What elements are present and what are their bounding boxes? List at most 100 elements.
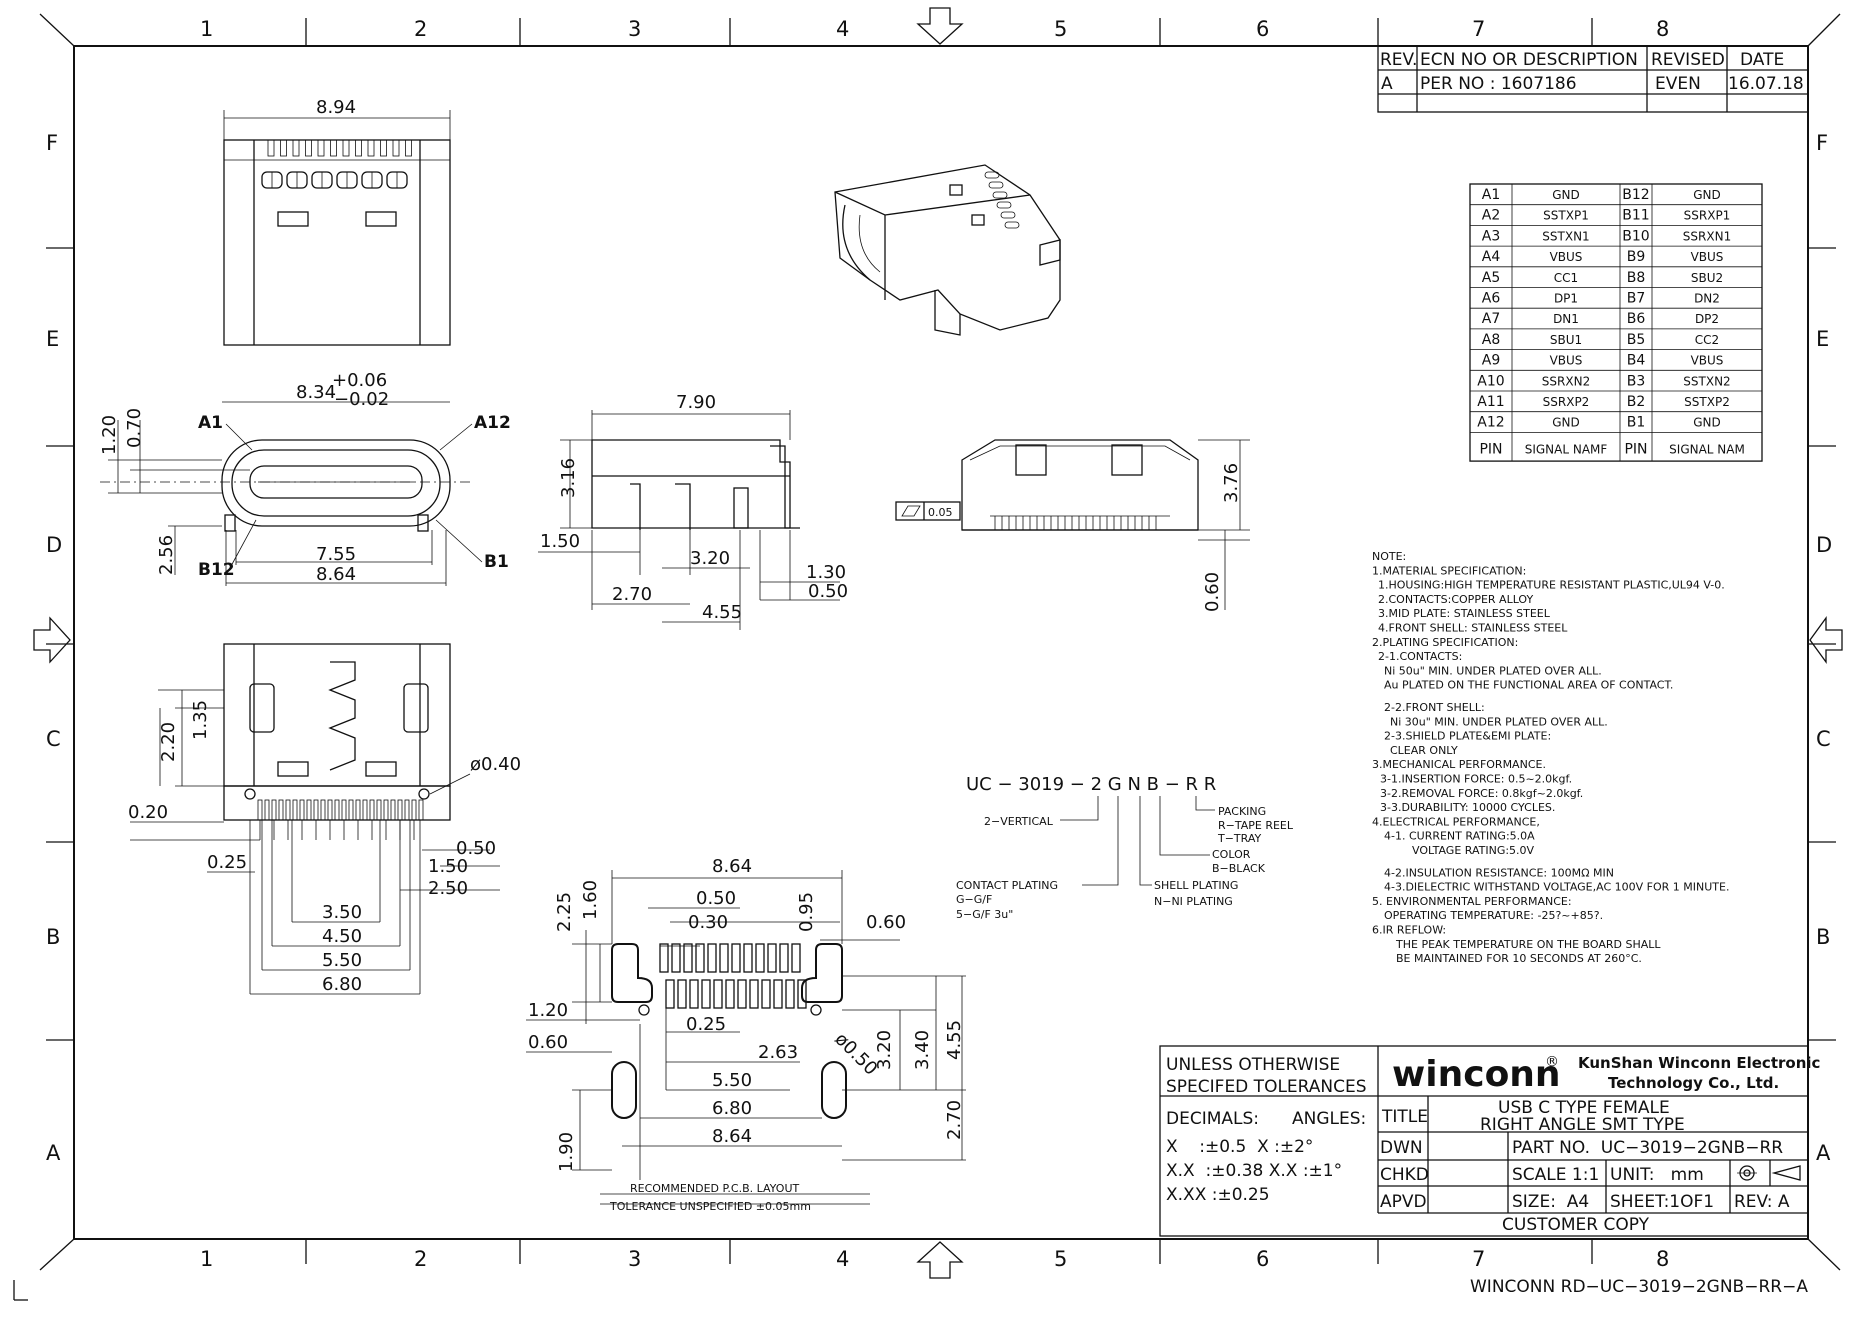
- part-code-string: UC − 3019 − 2 G N B − R R: [966, 774, 1216, 795]
- pin-cell: GND: [1693, 416, 1721, 430]
- grid-col-bottom-4: 4: [836, 1247, 849, 1271]
- revision-table: REV. ECN NO OR DESCRIPTION REVISED DATE …: [1377, 45, 1809, 113]
- note-line: 3-3.DURABILITY: 10000 CYCLES.: [1380, 801, 1555, 814]
- dim-316: 3.16: [558, 458, 579, 498]
- company-line-2: Technology Co., Ltd.: [1608, 1074, 1779, 1092]
- pin-cell: SBU2: [1691, 271, 1723, 285]
- dim-p-160: 1.60: [580, 880, 601, 920]
- company-line-1: KunShan Winconn Electronic: [1578, 1054, 1820, 1072]
- rev-value-rev: A: [1381, 74, 1393, 94]
- note-line: VOLTAGE RATING:5.0V: [1412, 844, 1535, 857]
- dim-p-270: 2.70: [944, 1100, 965, 1140]
- sheet: SHEET:1OF1: [1610, 1192, 1714, 1212]
- grid-col-top-8: 8: [1656, 17, 1669, 41]
- dim-270: 2.70: [612, 584, 652, 605]
- pin-cell: SBU1: [1550, 333, 1582, 347]
- rev-header-date: DATE: [1740, 50, 1784, 70]
- pin-cell: SSRXP2: [1543, 395, 1590, 409]
- pin-cell: DN2: [1694, 292, 1720, 306]
- dim-p-095: 0.95: [796, 892, 817, 932]
- note-line: 2.PLATING SPECIFICATION:: [1372, 636, 1518, 649]
- dim-150: 1.50: [540, 531, 580, 552]
- rev-value-revised: EVEN: [1655, 74, 1701, 94]
- note-line: 4.FRONT SHELL: STAINLESS STEEL: [1378, 622, 1568, 635]
- pin-footer-cell: SIGNAL NAM: [1669, 442, 1745, 456]
- dim-front-tol-plus: +0.06: [332, 370, 387, 391]
- dim-p-030: 0.30: [688, 912, 728, 933]
- dim-side-width: 7.90: [676, 392, 716, 413]
- footer-code: WINCONN RD−UC−3019−2GNB−RR−A: [1470, 1277, 1808, 1297]
- grid-col-top-7: 7: [1472, 17, 1485, 41]
- pin-cell: B11: [1622, 208, 1649, 224]
- pin-cell: A8: [1482, 332, 1500, 348]
- part-code: UC − 3019 − 2 G N B − R R 2−VERTICAL CON…: [956, 774, 1294, 921]
- grid-col-bottom-1: 1: [200, 1247, 213, 1271]
- note-line: 2-3.SHIELD PLATE&EMI PLATE:: [1384, 730, 1551, 743]
- pin-cell: A6: [1482, 291, 1501, 307]
- dim-b-220: 2.20: [158, 722, 179, 762]
- tol-title-2: SPECIFED TOLERANCES: [1166, 1077, 1367, 1097]
- tol-title-1: UNLESS OTHERWISE: [1166, 1055, 1340, 1075]
- code-shell-plating: SHELL PLATING: [1154, 879, 1238, 892]
- dim-p-340: 3.40: [912, 1030, 933, 1070]
- chkd-label: CHKD: [1380, 1165, 1429, 1185]
- grid-col-top-3: 3: [628, 17, 641, 41]
- pin-cell: B4: [1627, 353, 1646, 369]
- dim-455: 4.55: [702, 602, 742, 623]
- label-a12: A12: [474, 413, 511, 433]
- pin-cell: A7: [1482, 311, 1500, 327]
- note-line: 3.MID PLATE: STAINLESS STEEL: [1378, 607, 1551, 620]
- pin-cell: SSTXP2: [1684, 395, 1730, 409]
- dim-755: 7.55: [316, 544, 356, 565]
- dim-p-025: 0.25: [686, 1014, 726, 1035]
- dim-rear-060: 0.60: [1202, 572, 1223, 612]
- pin-cell: SSRXN2: [1542, 374, 1590, 388]
- tol-row-3: X.XX :±0.25: [1166, 1185, 1270, 1205]
- dim-070: 0.70: [124, 408, 145, 448]
- dim-864: 8.64: [316, 564, 356, 585]
- pin-cell: B3: [1627, 373, 1646, 389]
- dim-p-320: 3.20: [874, 1030, 895, 1070]
- pin-footer-cell: PIN: [1624, 441, 1647, 457]
- grid-col-top-2: 2: [414, 17, 427, 41]
- bottom-view: 1.35 2.20 ø0.40 0.20 0.50 0.25 1.50 2.50…: [128, 643, 521, 995]
- customer-copy: CUSTOMER COPY: [1502, 1215, 1650, 1235]
- label-a1: A1: [198, 413, 223, 433]
- dim-b-050: 0.50: [456, 838, 496, 859]
- note-line: 4-2.INSULATION RESISTANCE: 100MΩ MIN: [1384, 866, 1614, 879]
- pin-cell: VBUS: [1691, 354, 1724, 368]
- grid-row-left-C: C: [46, 727, 61, 751]
- dim-130: 1.30: [806, 562, 846, 583]
- pin-cell: A4: [1482, 249, 1501, 265]
- tol-row-2: X.X :±0.38 X.X :±1°: [1166, 1161, 1342, 1181]
- pin-cell: GND: [1552, 416, 1580, 430]
- note-line: 2.CONTACTS:COPPER ALLOY: [1378, 593, 1533, 606]
- pin-cell: A3: [1482, 228, 1500, 244]
- pin-cell: B5: [1627, 332, 1646, 348]
- side-view: 7.90 3.16 1.50 3.20 2.70 4.55 1.30 0.50: [538, 392, 848, 630]
- code-packing-tray: T−TRAY: [1217, 832, 1262, 845]
- pin-cell: B10: [1622, 228, 1649, 244]
- dim-top-width: 8.94: [316, 97, 356, 118]
- code-contact-5gf: 5−G/F 3u": [956, 908, 1013, 921]
- note-line: THE PEAK TEMPERATURE ON THE BOARD SHALL: [1395, 938, 1661, 951]
- title-label: TITLE: [1381, 1107, 1428, 1127]
- note-line: 4-1. CURRENT RATING:5.0A: [1384, 830, 1535, 843]
- dim-120: 1.20: [99, 415, 120, 455]
- pin-cell: B2: [1627, 394, 1646, 410]
- dim-p-263: 2.63: [758, 1042, 798, 1063]
- code-contact-gf: G−G/F: [956, 893, 992, 906]
- grid-row-left-D: D: [46, 533, 62, 557]
- dwn-label: DWN: [1380, 1138, 1423, 1158]
- note-line: NOTE:: [1372, 550, 1406, 563]
- pin-cell: GND: [1693, 188, 1721, 202]
- grid-col-bottom-6: 6: [1256, 1247, 1269, 1271]
- title-line-2: RIGHT ANGLE SMT TYPE: [1480, 1115, 1685, 1135]
- note-line: CLEAR ONLY: [1390, 744, 1458, 757]
- note-line: 3-2.REMOVAL FORCE: 0.8kgf~2.0kgf.: [1380, 787, 1583, 800]
- dim-256: 2.56: [156, 535, 177, 575]
- grid-col-top-4: 4: [836, 17, 849, 41]
- grid-col-top-6: 6: [1256, 17, 1269, 41]
